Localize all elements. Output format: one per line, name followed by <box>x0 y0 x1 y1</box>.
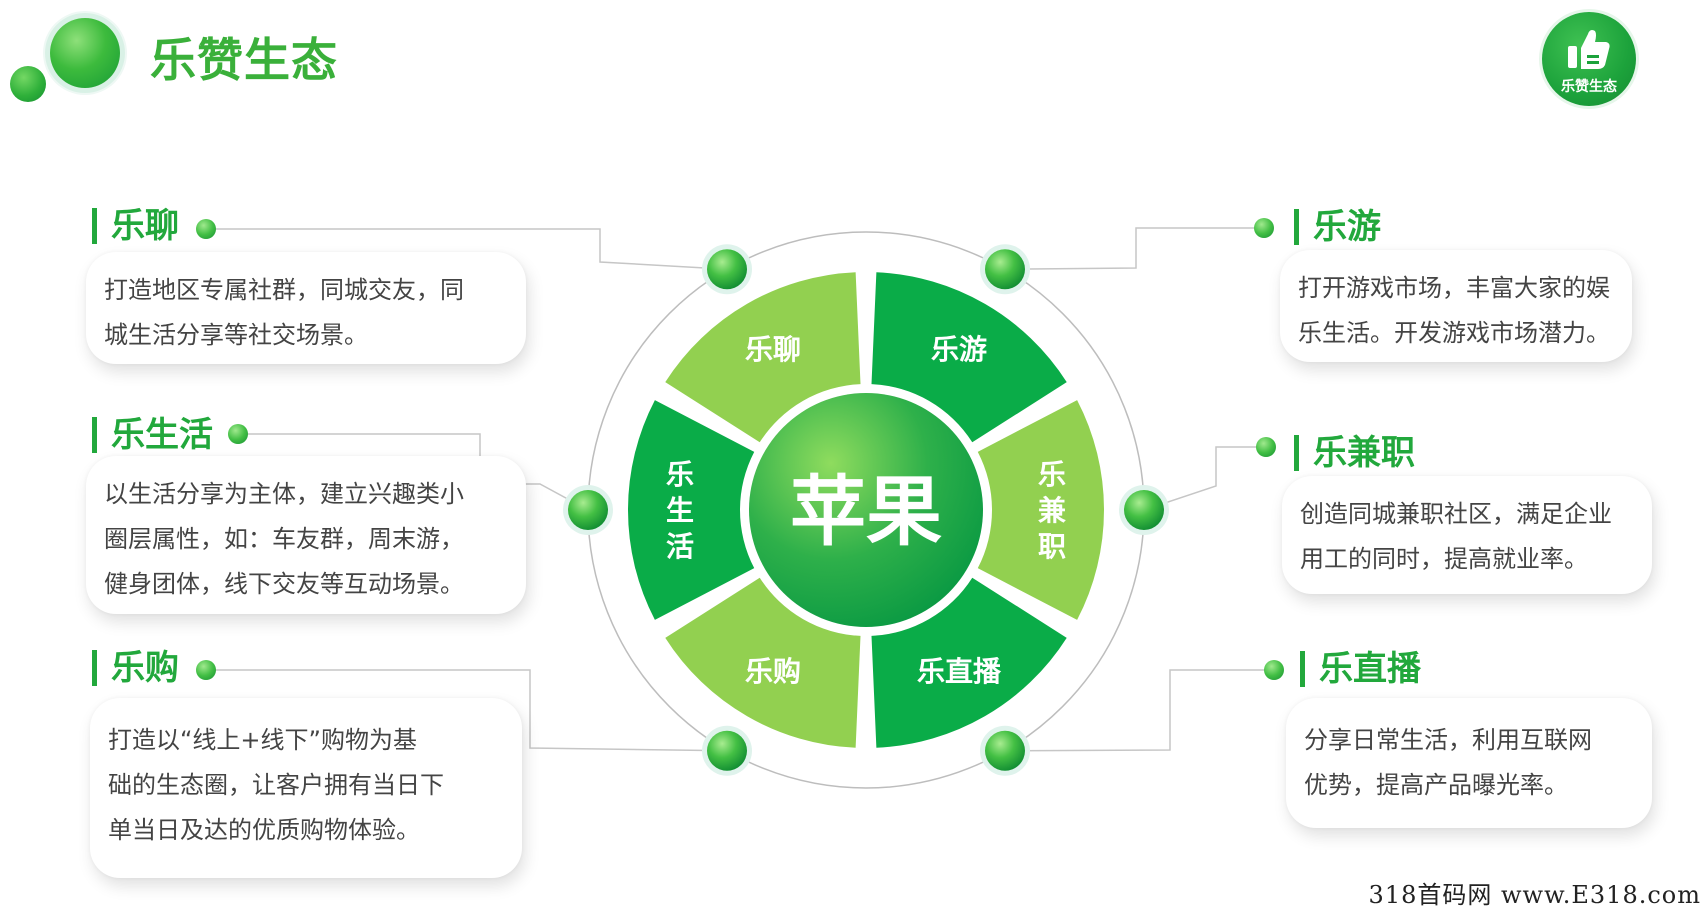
connector-lejob <box>1143 446 1266 511</box>
ring-segment-lelife <box>627 400 755 620</box>
block-title-lelive: 乐直播 <box>1300 651 1421 687</box>
ring-node-lelive <box>985 730 1025 771</box>
ring-segment-lelive <box>871 577 1067 748</box>
title-dot-legame <box>1254 218 1274 238</box>
logo-label: 乐赞生态 <box>1561 79 1617 95</box>
ring-node-legame <box>985 249 1025 290</box>
card-line: 单当日及达的优质购物体验。 <box>108 816 420 844</box>
title-dot-leshop <box>196 660 216 680</box>
ring-segment-lechat <box>665 272 861 443</box>
ring-segment-lejob <box>977 400 1104 620</box>
card-lechat: 打造地区专属社群，同城交友，同 城生活分享等社交场景。 <box>86 252 526 364</box>
card-lejob: 创造同城兼职社区，满足企业 用工的同时，提高就业率。 <box>1282 476 1652 594</box>
connector-lechat <box>206 228 728 270</box>
segment-label-lechat: 乐聊 <box>745 333 801 366</box>
ring-node-lejob <box>1124 490 1164 530</box>
segment-label-lejob: 乐兼职 <box>1038 458 1066 563</box>
connector-lines <box>206 227 1274 752</box>
segment-label-leshop: 乐购 <box>745 655 801 688</box>
card-lelife: 以生活分享为主体，建立兴趣类小 圈层属性，如：车友群，周末游， 健身团体，线下交… <box>86 456 526 614</box>
card-line: 创造同城兼职社区，满足企业 <box>1300 500 1612 528</box>
card-legame: 打开游戏市场，丰富大家的娱 乐生活。开发游戏市场潜力。 <box>1280 250 1632 362</box>
center-circle <box>749 393 983 627</box>
card-lelive: 分享日常生活，利用互联网 优势，提高产品曝光率。 <box>1286 698 1652 828</box>
card-line: 城生活分享等社交场景。 <box>104 321 368 349</box>
ring-node-lelife <box>568 490 608 530</box>
title-dot-lejob <box>1256 437 1276 457</box>
card-leshop: 打造以“线上+线下”购物为基 础的生态圈，让客户拥有当日下 单当日及达的优质购物… <box>90 698 522 878</box>
card-line: 打造地区专属社群，同城交友，同 <box>104 276 464 304</box>
card-line: 打开游戏市场，丰富大家的娱 <box>1298 274 1610 302</box>
block-title-lechat: 乐聊 <box>92 208 179 244</box>
watermark: 318首码网 www.E318.com <box>1368 881 1701 909</box>
brand-logo: 乐赞生态 <box>1542 12 1636 106</box>
thumbs-up-icon <box>1568 30 1610 69</box>
title-dot-lelife <box>228 424 248 444</box>
card-line: 乐生活。开发游戏市场潜力。 <box>1298 319 1610 347</box>
block-title-legame: 乐游 <box>1294 209 1381 245</box>
title-dot-lelive <box>1264 660 1284 680</box>
block-title-leshop: 乐购 <box>92 650 179 686</box>
center-label: 苹果 <box>790 467 942 556</box>
connector-legame <box>1004 227 1264 270</box>
card-line: 优势，提高产品曝光率。 <box>1304 771 1568 799</box>
segment-label-lelive: 乐直播 <box>917 655 1002 688</box>
card-line: 础的生态圈，让客户拥有当日下 <box>108 771 444 799</box>
decorative-dot-small <box>10 66 46 102</box>
ring-segment-leshop <box>665 577 861 748</box>
card-line: 用工的同时，提高就业率。 <box>1300 545 1588 573</box>
ring-segment-legame <box>871 272 1067 443</box>
block-title-lelife: 乐生活 <box>92 417 213 453</box>
decorative-dot-large <box>50 18 120 88</box>
title-dot-lechat <box>196 219 216 239</box>
block-title-lejob: 乐兼职 <box>1294 435 1415 471</box>
ring-node-leshop <box>707 730 747 771</box>
connector-leshop <box>206 669 728 752</box>
card-line: 打造以“线上+线下”购物为基 <box>108 726 417 754</box>
connector-lelive <box>1004 669 1274 752</box>
card-line: 健身团体，线下交友等互动场景。 <box>104 570 464 598</box>
ring-node-lechat <box>707 249 747 290</box>
segment-label-legame: 乐游 <box>931 333 987 366</box>
card-line: 圈层属性，如：车友群，周末游， <box>104 525 464 553</box>
card-line: 以生活分享为主体，建立兴趣类小 <box>104 480 464 508</box>
page-title: 乐赞生态 <box>150 33 338 87</box>
card-line: 分享日常生活，利用互联网 <box>1304 726 1592 754</box>
segment-label-lelife: 乐生活 <box>666 458 694 563</box>
